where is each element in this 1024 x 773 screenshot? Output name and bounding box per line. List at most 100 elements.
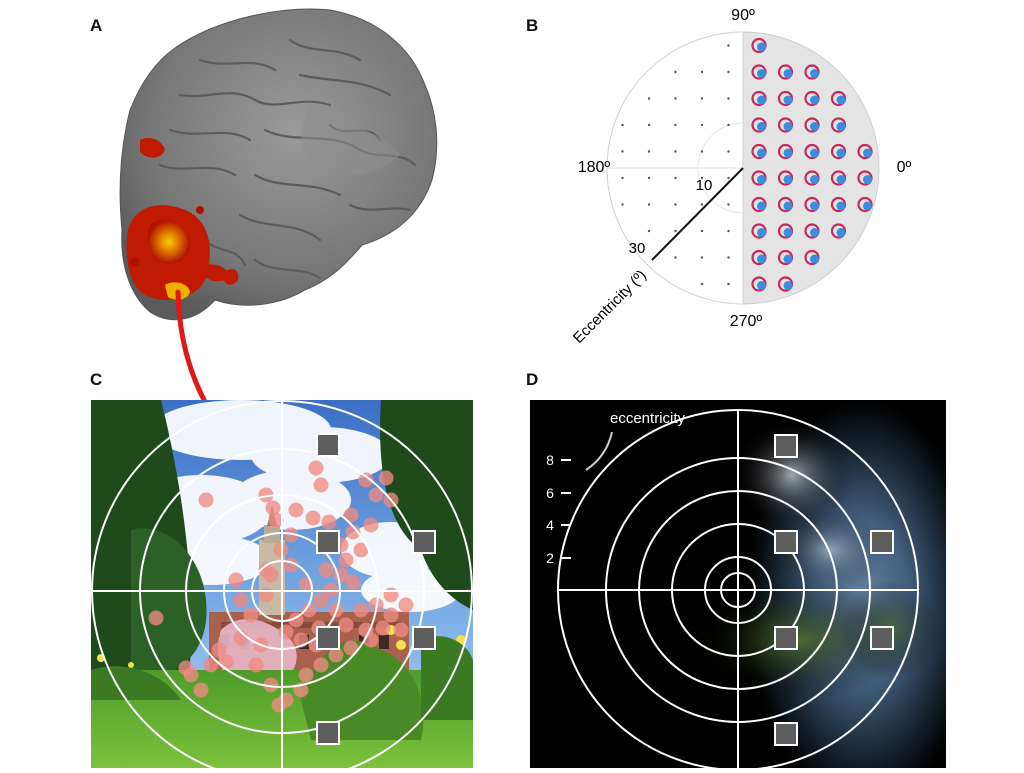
rf-center-dot xyxy=(398,597,414,613)
grid-dot xyxy=(621,176,624,180)
rf-center-dot xyxy=(301,602,317,618)
rf-center-dot xyxy=(305,510,321,526)
grid-dot xyxy=(727,97,730,100)
rf-dot xyxy=(783,228,793,237)
rf-dot xyxy=(810,254,819,264)
probe-square xyxy=(316,721,340,745)
grid-dot xyxy=(647,123,651,127)
grid-dot xyxy=(674,150,677,153)
rf-center-dot xyxy=(148,610,164,626)
eccentricity-axis-label: Eccentricity (º) xyxy=(570,267,650,347)
rf-dot xyxy=(757,254,766,264)
rf-dot xyxy=(783,175,793,184)
grid-dot xyxy=(700,229,704,233)
probe-square xyxy=(316,530,340,554)
rf-center-dot xyxy=(368,487,384,503)
panel-a-brain xyxy=(119,8,438,321)
rf-dot xyxy=(757,95,766,105)
eccentricity-annotation: eccentricity xyxy=(610,410,686,427)
probe-square xyxy=(412,530,436,554)
rf-center-dot xyxy=(328,647,344,663)
rf-dot xyxy=(757,148,766,158)
grid-dot xyxy=(700,256,704,259)
rf-center-dot xyxy=(271,697,287,713)
grid-dot xyxy=(621,123,624,127)
rf-dot xyxy=(783,254,793,264)
grid-dot xyxy=(727,256,730,259)
probe-squares-d xyxy=(774,434,894,746)
grid-dot xyxy=(727,150,730,153)
panel-letter-c: C xyxy=(90,370,103,389)
panel-d-reconstruction: 8 6 4 2 eccentricity xyxy=(530,400,946,768)
rf-center-dot xyxy=(203,657,219,673)
angle-label-90: 90º xyxy=(731,7,755,24)
probe-square xyxy=(316,433,340,457)
panel-letter-a: A xyxy=(90,16,103,35)
probe-square xyxy=(316,626,340,650)
grid-dot xyxy=(674,229,677,233)
rf-center-dot xyxy=(218,654,234,670)
grid-dot xyxy=(727,229,730,233)
rf-center-dot xyxy=(288,502,304,518)
ecc-tick-10: 10 xyxy=(696,177,713,194)
rf-center-dot xyxy=(265,500,281,516)
grid-dot xyxy=(621,203,624,206)
probe-square xyxy=(774,434,798,458)
rf-center-dot xyxy=(268,512,284,528)
rf-center-dot xyxy=(258,487,274,503)
grid-dot xyxy=(674,256,677,259)
rf-center-dot xyxy=(375,620,391,636)
rf-dot xyxy=(810,201,819,211)
eccentricity-axis xyxy=(651,167,744,261)
activation-map xyxy=(126,138,239,300)
annotation-pointer xyxy=(585,431,613,471)
rf-center-dot xyxy=(313,592,329,608)
rf-center-dot xyxy=(263,677,279,693)
left-grid-dots xyxy=(621,44,730,286)
rf-center-dot xyxy=(228,572,244,588)
rf-center-dot xyxy=(298,667,314,683)
rf-center-dot xyxy=(258,587,274,603)
grid-dot xyxy=(647,229,651,233)
ecc-label-2: 2 xyxy=(546,550,554,566)
rf-center-dot xyxy=(283,527,299,543)
grid-dot xyxy=(647,176,651,180)
panel-b-visual-field: 90º 180º 0º 270º 10 30 Eccentricity (º) xyxy=(570,7,912,347)
grid-dot xyxy=(727,44,730,47)
rf-center-dot xyxy=(211,642,227,658)
grid-dot xyxy=(647,97,651,100)
rf-center-dot xyxy=(338,617,354,633)
rf-dot xyxy=(863,148,872,158)
panel-letter-d: D xyxy=(526,370,539,389)
ecc-tick-30: 30 xyxy=(629,240,646,257)
rf-center-dot xyxy=(383,607,399,623)
rf-dot xyxy=(757,42,766,52)
ecc-label-8: 8 xyxy=(546,452,554,468)
grid-dot xyxy=(674,70,677,74)
rf-dot xyxy=(783,201,793,211)
ecc-ticks-d xyxy=(561,459,571,559)
rf-center-dot xyxy=(178,660,194,676)
rf-center-dot xyxy=(321,514,337,530)
foliage-clumps xyxy=(91,636,473,740)
angle-label-0: 0º xyxy=(897,159,912,176)
panel-c-scene xyxy=(91,400,473,768)
rf-dot xyxy=(783,148,793,158)
ecc-label-6: 6 xyxy=(546,485,554,501)
panel-letter-b: B xyxy=(526,16,539,35)
grid-dot xyxy=(647,150,651,153)
rf-dot xyxy=(836,228,846,237)
rf-centers-c xyxy=(148,460,414,713)
rf-center-dot xyxy=(233,592,249,608)
rf-center-dot xyxy=(358,472,374,488)
grid-dot xyxy=(674,203,677,206)
rf-dot xyxy=(810,122,819,131)
rf-dot xyxy=(783,281,793,290)
right-receptive-field-markers xyxy=(751,37,873,292)
grid-dot xyxy=(727,176,730,180)
probe-square xyxy=(774,722,798,746)
rf-center-dot xyxy=(313,657,329,673)
rf-dot xyxy=(863,201,872,211)
rf-dot xyxy=(757,201,766,211)
grid-dot xyxy=(727,203,730,206)
